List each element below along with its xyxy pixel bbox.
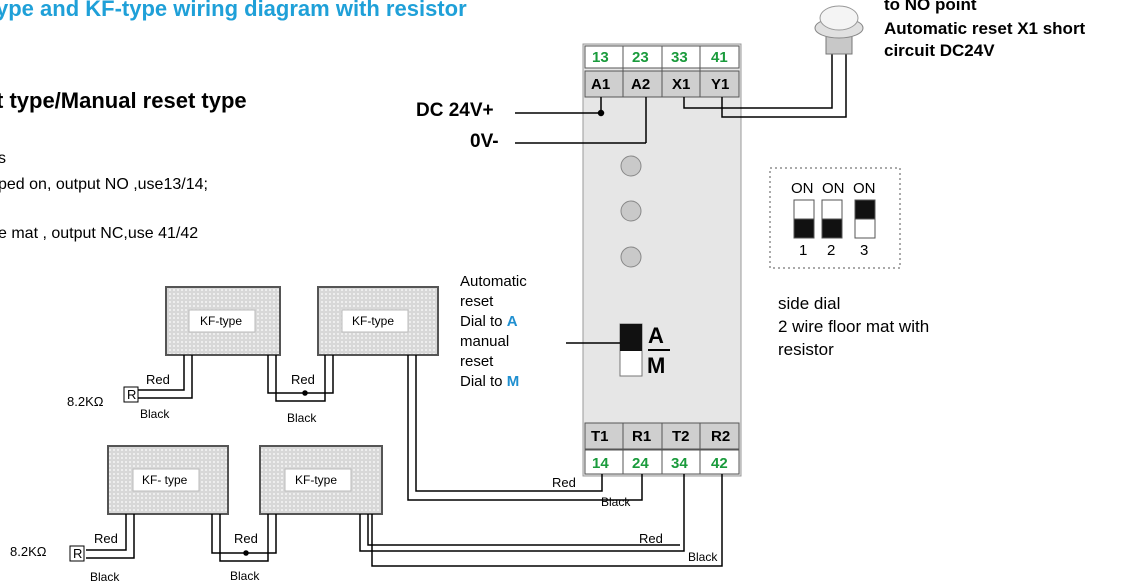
sensor-button-icon <box>814 5 864 55</box>
wire-label-black: Black <box>140 407 170 421</box>
sensor-note-line-2: Automatic reset X1 short <box>884 19 1086 38</box>
dial-letter-m: M <box>647 353 666 378</box>
terminal-a1: A1 <box>591 76 611 93</box>
wire-label-red: Red <box>94 531 118 546</box>
wire-label-black: Black <box>601 495 631 509</box>
resistor-2-value: 8.2KΩ <box>10 544 47 559</box>
mat-4 <box>259 445 383 515</box>
terminal-number-42: 42 <box>711 455 728 472</box>
power-wires <box>515 52 847 144</box>
terminal-r2: R2 <box>711 428 731 445</box>
side-dial-line-3: resistor <box>778 340 834 359</box>
wire-label-black: Black <box>90 570 120 584</box>
wire-label-red: Red <box>552 475 576 490</box>
note-line-3: e mat , output NC,use 41/42 <box>0 225 199 242</box>
terminal-number-14: 14 <box>592 455 609 472</box>
note-line-1: s <box>0 150 6 167</box>
terminal-t1: T1 <box>591 428 609 445</box>
side-dial-line-1: side dial <box>778 294 841 313</box>
terminal-number-24: 24 <box>632 455 649 472</box>
dip-on-label-2: ON <box>822 180 845 197</box>
mat-3 <box>107 445 229 515</box>
terminal-number-41: 41 <box>711 49 728 66</box>
wire-label-black: Black <box>688 550 718 564</box>
resistor-1-value: 8.2KΩ <box>67 394 104 409</box>
wire-label-red: Red <box>234 531 258 546</box>
dial-letter-a: A <box>648 323 664 348</box>
dip-switch-box <box>769 167 901 269</box>
page-title: ype and KF-type wiring diagram with resi… <box>0 0 467 21</box>
terminal-r1: R1 <box>632 428 652 445</box>
dip-number-2: 2 <box>827 242 836 259</box>
terminal-number-34: 34 <box>671 455 688 472</box>
wire-label-black: Black <box>230 569 260 583</box>
dip-on-label-1: ON <box>791 180 814 197</box>
dip-number-3: 3 <box>860 242 869 259</box>
relay-bottom-terminal-block <box>584 422 740 475</box>
resistor-2-letter: R <box>73 546 83 561</box>
mat-label-1: KF-type <box>200 314 243 328</box>
side-dial-line-2: 2 wire floor mat with <box>778 317 930 336</box>
wire-label-red: Red <box>291 372 315 387</box>
wire-label-black: Black <box>287 411 317 425</box>
wire-label-red: Red <box>639 531 663 546</box>
terminal-number-23: 23 <box>632 49 649 66</box>
terminal-a2: A2 <box>631 76 651 93</box>
terminal-t2: T2 <box>672 428 690 445</box>
mat-1 <box>165 286 281 356</box>
sensor-note-line-3: circuit DC24V <box>884 41 995 60</box>
terminal-y1: Y1 <box>711 76 730 93</box>
page-subtitle: t type/Manual reset type <box>0 88 247 113</box>
mat-label-3: KF- type <box>142 473 188 487</box>
mat-2 <box>317 286 439 356</box>
led-2 <box>620 200 642 222</box>
dip-switch-toggles <box>793 199 876 239</box>
resistor-1 <box>123 386 139 403</box>
terminal-x1: X1 <box>672 76 691 93</box>
power-positive-label: DC 24V+ <box>416 100 494 121</box>
relay-body <box>582 43 742 477</box>
terminal-number-33: 33 <box>671 49 688 66</box>
led-1 <box>620 155 642 177</box>
resistor-1-letter: R <box>127 387 137 402</box>
sensor-note-line-1: to NO point <box>884 0 977 14</box>
mat-wires <box>86 355 723 567</box>
dial-help-text: Automatic reset Dial to A manual reset D… <box>460 273 527 390</box>
dip-on-label-3: ON <box>853 180 876 197</box>
power-negative-label: 0V- <box>470 131 499 152</box>
terminal-number-13: 13 <box>592 49 609 66</box>
note-line-2: ped on, output NO ,use13/14; <box>0 176 208 193</box>
led-3 <box>620 246 642 268</box>
mat-label-4: KF-type <box>295 473 338 487</box>
resistor-2 <box>69 545 85 562</box>
relay-top-terminal-block <box>584 45 740 98</box>
dip-number-1: 1 <box>799 242 808 259</box>
mat-label-2: KF-type <box>352 314 395 328</box>
wire-label-red: Red <box>146 372 170 387</box>
